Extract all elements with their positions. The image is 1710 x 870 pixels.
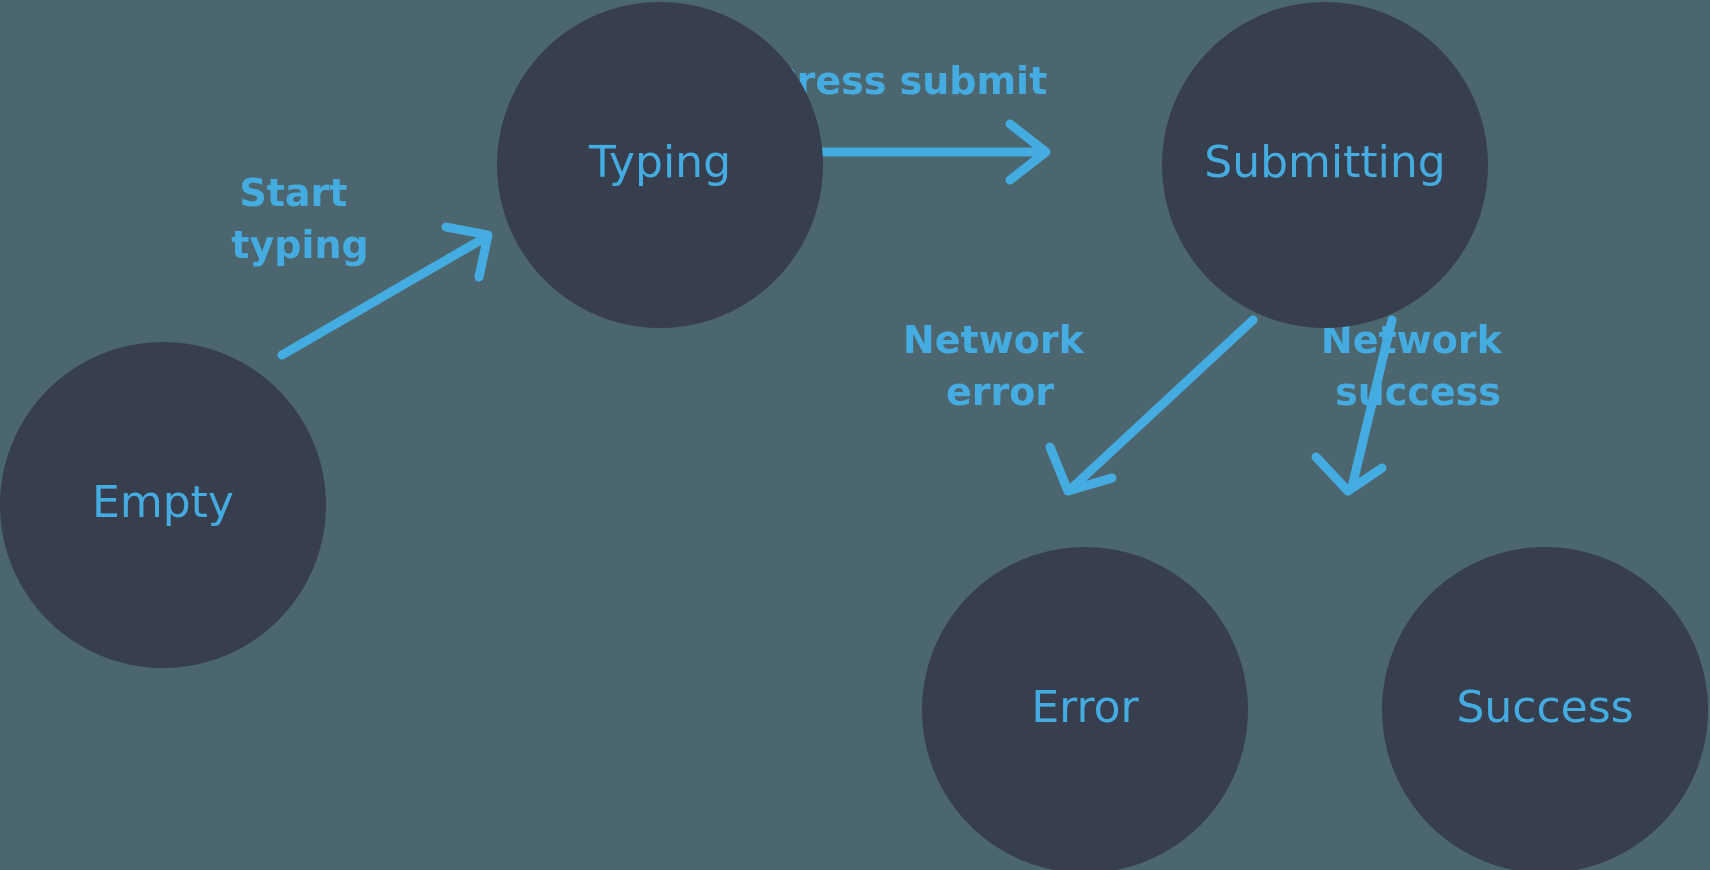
edge-submitting-to-error[interactable]: Network error: [903, 315, 1258, 496]
edge-label-line: success: [1335, 370, 1501, 414]
edge-label-press-submit: Press submit: [769, 59, 1048, 103]
edge-label-line: Start: [239, 171, 347, 215]
edge-label-network-success: Network success: [1321, 318, 1515, 414]
state-node-error-circle: [922, 547, 1248, 870]
edge-layer: Start typing Press submit Network error: [231, 59, 1515, 496]
edge-submitting-to-success-line: [1347, 315, 1397, 492]
edge-label-start-typing: Start typing: [231, 171, 368, 267]
state-node-success-circle: [1382, 547, 1708, 870]
state-node-success-label: Success: [1456, 682, 1633, 733]
edge-typing-to-submitting-arrowhead-icon: [1005, 119, 1051, 185]
state-node-submitting-label: Submitting: [1204, 137, 1445, 188]
edge-empty-to-typing-line: [277, 232, 491, 360]
state-node-submitting[interactable]: Submitting: [1162, 2, 1488, 328]
edge-typing-to-submitting[interactable]: Press submit: [759, 59, 1051, 185]
state-node-empty-label: Empty: [92, 477, 234, 528]
edge-submitting-to-success[interactable]: Network success: [1311, 315, 1515, 496]
edge-submitting-to-success-arrowhead-icon: [1311, 452, 1387, 496]
edge-label-line: error: [946, 370, 1054, 414]
edge-empty-to-typing-arrowhead-icon: [441, 222, 493, 282]
state-node-typing-label: Typing: [588, 137, 731, 188]
state-node-submitting-circle: [1162, 2, 1488, 328]
state-node-success[interactable]: Success: [1382, 547, 1708, 870]
state-node-error[interactable]: Error: [922, 547, 1248, 870]
state-node-typing[interactable]: Typing: [497, 2, 823, 328]
edge-submitting-to-error-arrowhead-icon: [1045, 442, 1117, 496]
edge-empty-to-typing[interactable]: Start typing: [231, 171, 493, 360]
edge-label-line: Press submit: [769, 59, 1048, 103]
state-node-empty[interactable]: Empty: [0, 342, 326, 668]
edge-label-line: Network: [903, 318, 1085, 362]
state-node-typing-circle: [497, 2, 823, 328]
edge-submitting-to-error-line: [1068, 315, 1258, 492]
edge-label-network-error: Network error: [903, 318, 1097, 414]
edge-label-line: typing: [231, 223, 368, 267]
state-node-empty-circle: [0, 342, 326, 668]
state-node-error-label: Error: [1031, 682, 1139, 733]
